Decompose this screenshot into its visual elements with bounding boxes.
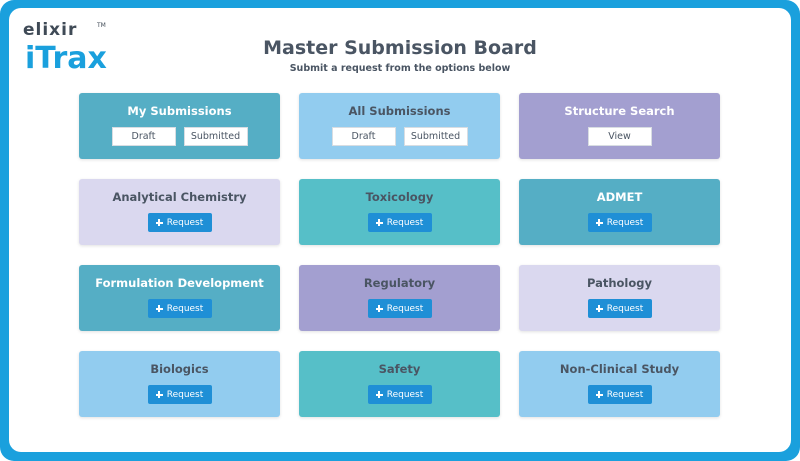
card-my-submissions: My Submissions Draft Submitted	[79, 93, 280, 159]
page-title: Master Submission Board	[263, 37, 537, 59]
biologics-request-button[interactable]: Request	[147, 385, 212, 404]
plus-icon	[595, 305, 603, 312]
card-title: Toxicology	[365, 190, 434, 204]
request-label: Request	[606, 217, 644, 228]
button-row: Draft Submitted	[79, 127, 280, 146]
card-admet: ADMET Request	[519, 179, 720, 245]
non-clinical-study-request-button[interactable]: Request	[587, 385, 652, 404]
logo-trademark: TM	[97, 22, 106, 29]
logo-brand: elixir	[23, 20, 78, 40]
plus-icon	[155, 305, 163, 312]
card-title: All Submissions	[348, 104, 451, 118]
card-title: Safety	[378, 362, 421, 376]
request-label: Request	[386, 217, 424, 228]
request-label: Request	[386, 303, 424, 314]
request-label: Request	[166, 217, 204, 228]
pathology-request-button[interactable]: Request	[587, 299, 652, 318]
plus-icon	[375, 219, 383, 226]
card-title: Regulatory	[363, 276, 436, 290]
regulatory-request-button[interactable]: Request	[367, 299, 432, 318]
card-title: Formulation Development	[95, 276, 264, 290]
card-biologics: Biologics Request	[79, 351, 280, 417]
card-title: My Submissions	[127, 104, 232, 118]
card-title: Structure Search	[564, 104, 675, 118]
formulation-development-request-button[interactable]: Request	[147, 299, 212, 318]
card-pathology: Pathology Request	[519, 265, 720, 331]
card-regulatory: Regulatory Request	[299, 265, 500, 331]
card-title: Non-Clinical Study	[559, 362, 680, 376]
card-title: Pathology	[586, 276, 653, 290]
elixir-itrax-logo: elixir TM iTrax	[23, 20, 143, 86]
analytical-chemistry-request-button[interactable]: Request	[147, 213, 212, 232]
logo-product: iTrax	[25, 41, 107, 76]
button-row: View	[519, 127, 720, 146]
page-subtitle: Submit a request from the options below	[289, 63, 511, 74]
button-row: Draft Submitted	[299, 127, 500, 146]
all-draft-button[interactable]: Draft	[331, 127, 396, 146]
structure-search-view-button[interactable]: View	[587, 127, 652, 146]
plus-icon	[155, 219, 163, 226]
plus-icon	[595, 219, 603, 226]
card-title: ADMET	[596, 190, 643, 204]
board-panel: elixir TM iTrax Master Submission Board …	[9, 8, 791, 452]
all-submitted-button[interactable]: Submitted	[403, 127, 468, 146]
request-label: Request	[606, 389, 644, 400]
submission-grid: My Submissions Draft Submitted All Submi…	[79, 93, 720, 417]
toxicology-request-button[interactable]: Request	[367, 213, 432, 232]
card-title: Biologics	[150, 362, 209, 376]
admet-request-button[interactable]: Request	[587, 213, 652, 232]
request-label: Request	[606, 303, 644, 314]
request-label: Request	[386, 389, 424, 400]
request-label: Request	[166, 389, 204, 400]
plus-icon	[375, 305, 383, 312]
card-formulation-development: Formulation Development Request	[79, 265, 280, 331]
plus-icon	[595, 391, 603, 398]
card-safety: Safety Request	[299, 351, 500, 417]
my-submitted-button[interactable]: Submitted	[183, 127, 248, 146]
card-analytical-chemistry: Analytical Chemistry Request	[79, 179, 280, 245]
my-draft-button[interactable]: Draft	[111, 127, 176, 146]
plus-icon	[375, 391, 383, 398]
card-all-submissions: All Submissions Draft Submitted	[299, 93, 500, 159]
request-label: Request	[166, 303, 204, 314]
card-non-clinical-study: Non-Clinical Study Request	[519, 351, 720, 417]
plus-icon	[155, 391, 163, 398]
card-title: Analytical Chemistry	[112, 190, 247, 204]
safety-request-button[interactable]: Request	[367, 385, 432, 404]
card-toxicology: Toxicology Request	[299, 179, 500, 245]
card-structure-search: Structure Search View	[519, 93, 720, 159]
